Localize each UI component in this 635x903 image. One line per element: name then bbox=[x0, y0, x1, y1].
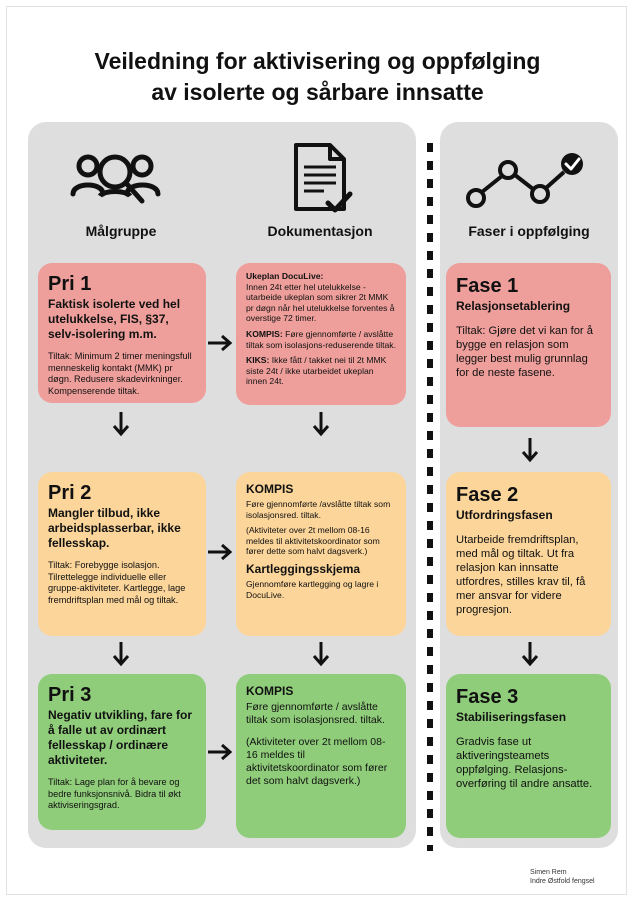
fase-3-text: Gradvis fase ut aktiveringsteamets oppfø… bbox=[456, 736, 593, 790]
pri-1-title: Pri 1 bbox=[48, 273, 92, 295]
page-border bbox=[6, 6, 627, 895]
pri-3-box: Pri 3 Negativ utvikling, fare for å fall… bbox=[38, 674, 206, 830]
pri-1-tiltak: Tiltak: Minimum 2 timer meningsfull menn… bbox=[48, 351, 192, 396]
pri-3-tiltak: Tiltak: Lage plan for å bevare og bedre … bbox=[48, 777, 181, 810]
down-arrow-fase-1 bbox=[521, 438, 539, 463]
kompis-note-3: (Aktiviteter over 2t mellom 08-16 meldes… bbox=[246, 736, 388, 787]
pri-3-desc: Negativ utvikling, fare for å falle ut a… bbox=[48, 708, 193, 767]
fase-2-subtitle: Utfordringsfasen bbox=[456, 508, 553, 522]
right-arrow-row-1 bbox=[208, 334, 233, 352]
fase-2-box: Fase 2 Utfordringsfasen Utarbeide fremdr… bbox=[446, 472, 611, 636]
kompis-note-2: (Aktiviteter over 2t mellom 08-16 meldes… bbox=[246, 525, 380, 557]
down-arrow-fase-2 bbox=[521, 642, 539, 667]
ukeplan-text: Innen 24t etter hel utelukkelse - utarbe… bbox=[246, 281, 395, 324]
kartlegging-title: Kartleggingsskjema bbox=[246, 561, 361, 576]
pri-2-box: Pri 2 Mangler tilbud, ikke arbeidsplasse… bbox=[38, 472, 206, 636]
kompis-text-1: Føre gjennomførte / avslåtte tiltak som … bbox=[246, 328, 396, 350]
pri-1-desc: Faktisk isolerte ved hel utelukkelse, FI… bbox=[48, 297, 181, 341]
fase-1-subtitle: Relasjonsetablering bbox=[456, 299, 571, 313]
down-arrow-pri-1 bbox=[112, 412, 130, 437]
kiks-label: KIKS: bbox=[246, 355, 270, 366]
fase-3-box: Fase 3 Stabiliseringsfasen Gradvis fase … bbox=[446, 674, 611, 838]
kompis-title-3: KOMPIS bbox=[246, 684, 294, 698]
signature-org: Indre Østfold fengsel bbox=[530, 878, 595, 885]
kompis-text-2: Føre gjennomførte /avslåtte tiltak som i… bbox=[246, 499, 391, 520]
kompis-label-1: KOMPIS: bbox=[246, 328, 283, 339]
title-line-1: Veiledning for aktivisering og oppfølgin… bbox=[94, 48, 541, 74]
fase-3-subtitle: Stabiliseringsfasen bbox=[456, 710, 567, 724]
dashed-divider bbox=[427, 143, 433, 851]
pri-2-desc: Mangler tilbud, ikke arbeidsplasserbar, … bbox=[48, 506, 181, 550]
kompis-title-2: KOMPIS bbox=[246, 482, 294, 496]
pri-1-box: Pri 1 Faktisk isolerte ved hel utelukkel… bbox=[38, 263, 206, 403]
right-arrow-row-3 bbox=[208, 743, 233, 761]
doc-box-1: Ukeplan DocuLive:Innen 24t etter hel ute… bbox=[236, 263, 406, 405]
document-check-icon bbox=[294, 143, 353, 213]
header-faser: Faser i oppfølging bbox=[468, 223, 590, 239]
pri-2-tiltak: Tiltak: Forebygge isolasjon. Tilretteleg… bbox=[48, 560, 186, 605]
signature-name: Simen Rem bbox=[530, 869, 567, 876]
down-arrow-doc-2 bbox=[312, 642, 330, 667]
fase-1-text: Tiltak: Gjøre det vi kan for å bygge en … bbox=[456, 325, 593, 379]
page-title: Veiledning for aktivisering og oppfølgin… bbox=[0, 46, 635, 108]
progress-line-check-icon bbox=[466, 153, 583, 208]
fase-1-title: Fase 1 bbox=[456, 275, 519, 297]
kiks-text: Ikke fått / takket nei til 2t MMK siste … bbox=[246, 355, 387, 387]
doc-box-2: KOMPIS Føre gjennomførte /avslåtte tilta… bbox=[236, 472, 406, 636]
fase-3-title: Fase 3 bbox=[456, 686, 519, 708]
header-dokumentasjon: Dokumentasjon bbox=[267, 223, 373, 239]
fase-2-title: Fase 2 bbox=[456, 484, 519, 506]
fase-1-box: Fase 1 Relasjonsetablering Tiltak: Gjøre… bbox=[446, 263, 611, 427]
kartlegging-text: Gjennomføre kartlegging og lagre i DocuL… bbox=[246, 578, 379, 600]
ukeplan-label: Ukeplan DocuLive: bbox=[246, 271, 324, 281]
pri-2-title: Pri 2 bbox=[48, 482, 92, 504]
pri-3-title: Pri 3 bbox=[48, 684, 92, 706]
down-arrow-doc-1 bbox=[312, 412, 330, 437]
fase-2-text: Utarbeide fremdriftsplan, med mål og til… bbox=[456, 534, 586, 616]
header-malgruppe: Målgruppe bbox=[85, 223, 157, 239]
kompis-text-3: Føre gjennomførte / avslåtte tiltak som … bbox=[246, 701, 385, 726]
down-arrow-pri-2 bbox=[112, 642, 130, 667]
right-arrow-row-2 bbox=[208, 543, 233, 561]
title-line-2: av isolerte og sårbare innsatte bbox=[151, 79, 484, 105]
doc-box-3: KOMPIS Føre gjennomførte / avslåtte tilt… bbox=[236, 674, 406, 838]
signature: Simen Rem Indre Østfold fengsel bbox=[530, 868, 595, 886]
users-search-icon bbox=[70, 154, 161, 204]
